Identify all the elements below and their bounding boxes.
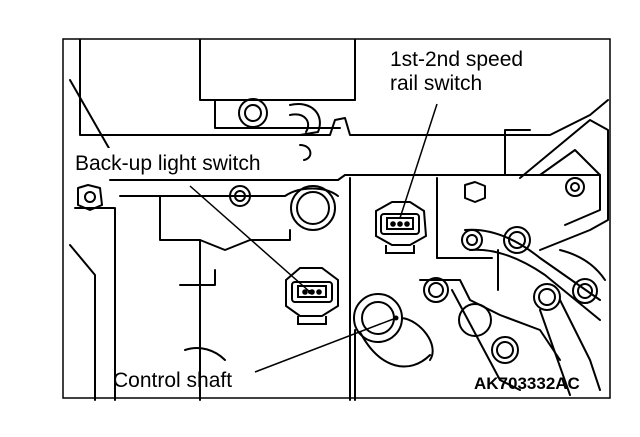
backup-light-switch-label: Back-up light switch [75,152,261,175]
rail-switch-label-line2: rail switch [390,72,482,95]
figure-frame [62,38,611,399]
rail-switch-icon [375,201,428,254]
control-shaft-label: Control shaft [113,369,232,392]
backup-light-switch-icon [285,267,339,325]
leader-control-shaft [254,317,397,373]
transmission-case-drawing [69,39,609,401]
leader-rail-switch [399,103,438,219]
backup-leader-dot [308,290,312,294]
leader-lines [189,103,438,373]
rail-switch-label-line1: 1st-2nd speed [390,48,523,71]
shaft-leader-dot [393,315,399,321]
figure-code: AK703332AC [474,374,580,393]
leader-backup-switch [189,185,311,293]
